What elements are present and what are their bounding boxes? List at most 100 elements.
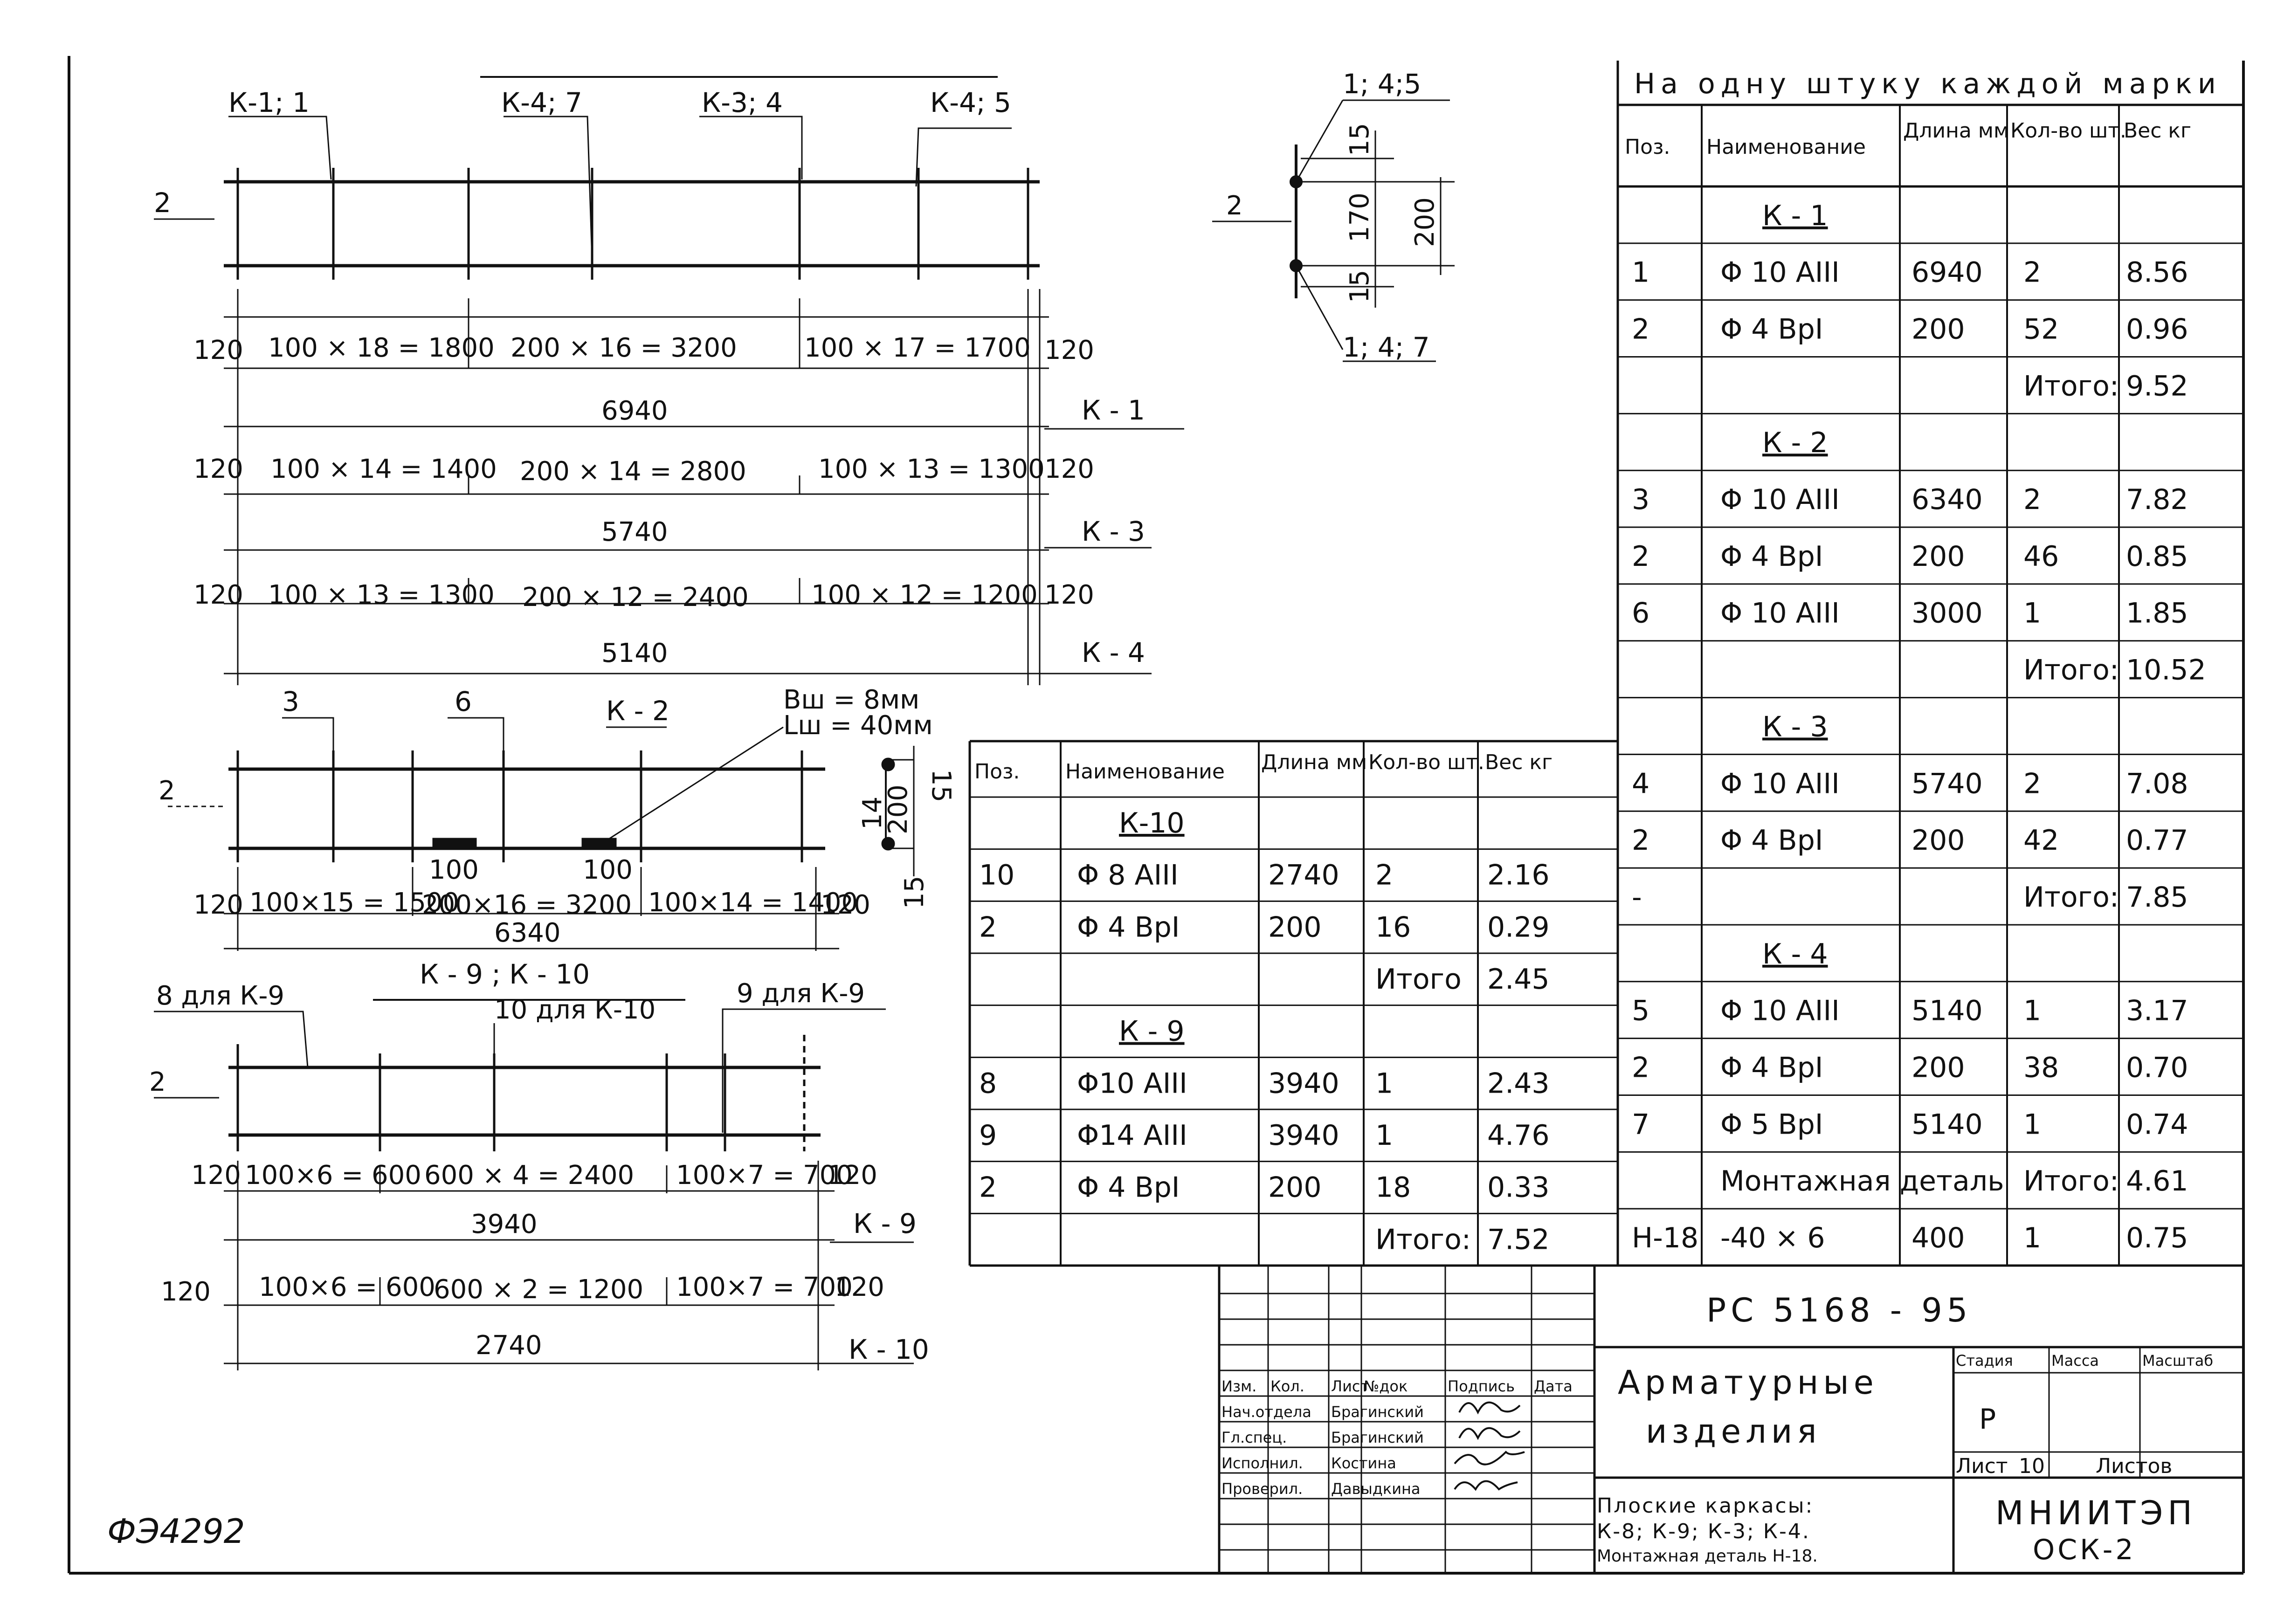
spec-left-cell-name: Φ 4 BpI [1077, 911, 1180, 943]
tb-org: МНИИТЭП [1995, 1494, 2197, 1532]
weld-note-line2: Lш = 40мм [783, 710, 933, 741]
spec-left-cell-name: Φ 4 BpI [1077, 1171, 1180, 1204]
callout-pos-2: 2 [154, 187, 171, 219]
spec-left-cell-qty: 18 [1375, 1171, 1411, 1204]
k10-dim-right: 120 [835, 1272, 884, 1302]
spec-left-cell-pos: 10 [979, 859, 1014, 892]
k10-dim-1: 100×6 = 600 [259, 1272, 435, 1302]
spec-right-cell-name: Φ 10 AIII [1720, 483, 1840, 516]
k2-small-dim-1: 100 [429, 855, 479, 885]
k10-dim-3: 100×7 = 700 [676, 1272, 853, 1302]
archive-number: ФЭ4292 [107, 1512, 245, 1551]
section-dim-170: 170 [1345, 193, 1375, 242]
spec-right-cell-name: Φ 10 AIII [1720, 256, 1840, 289]
spec-right-cell-qty: 1 [2023, 597, 2041, 630]
spec-right-cell-len: 5740 [1911, 767, 1983, 800]
tb-role-3: Исполнил. [1221, 1454, 1303, 1472]
spec-left-cell-len: 200 [1268, 911, 1322, 943]
tb-sheets-label: Листов [2096, 1454, 2172, 1478]
k2-callout-3: 3 [282, 686, 299, 717]
spec-right-cell-name: Φ 4 BpI [1720, 1051, 1823, 1084]
spec-table-right: На одну штуку каждой марки Поз. Наименов… [1616, 61, 2245, 1267]
spec-left-cell-len: 2740 [1268, 859, 1339, 892]
spec-right-cell-qty: 38 [2023, 1051, 2059, 1084]
k10-dim-left: 120 [161, 1277, 211, 1307]
spec-right-cell-wt: 0.85 [2126, 540, 2188, 573]
k4-dim-3: 100 × 12 = 1200 [811, 580, 1038, 610]
spec-left-cell-len: 200 [1268, 1171, 1322, 1204]
spec-right-cell-pos: 7 [1632, 1108, 1649, 1141]
spec-left-cell-name: Φ10 AIII [1077, 1067, 1187, 1100]
k2-callout-2: 2 [159, 776, 175, 806]
k4-dim-1: 100 × 13 = 1300 [268, 580, 495, 610]
spec-right-row-lines [1618, 242, 2243, 1266]
spec-right-cell-wt: 0.77 [2126, 824, 2188, 857]
spec-left-cell-wt: 4.76 [1487, 1119, 1550, 1152]
spec-left-cell-wt: 0.33 [1487, 1171, 1550, 1204]
spec-left-cell-wt: 0.29 [1487, 911, 1550, 943]
spec-right-cell-wt: 4.61 [2126, 1165, 2188, 1197]
spec-right-cell-qty: 2 [2023, 256, 2041, 289]
spec-right-cell-wt: 0.75 [2126, 1222, 2188, 1254]
spec-left-cell-name: К-10 [1119, 807, 1185, 840]
spec-left-row-lines [970, 848, 1618, 1266]
tb-name-3: Костина [1331, 1454, 1396, 1472]
k2-sec-dim-15: 15 [926, 769, 956, 802]
spec-right-cell-name: Φ 4 BpI [1720, 824, 1823, 857]
spec-right-cell-qty: 46 [2023, 540, 2059, 573]
k2-sec-dim-15b: 15 [899, 876, 930, 909]
tb-h-list: Лист [1331, 1377, 1369, 1395]
spec-left-cell-pos: 9 [979, 1119, 997, 1152]
k10-total: 2740 [476, 1330, 542, 1361]
k3-dim-left: 120 [193, 454, 243, 484]
spec-right-cell-wt: 1.85 [2126, 597, 2188, 630]
spec-right-cell-wt: 0.70 [2126, 1051, 2188, 1084]
k2-mark-top: К - 2 [606, 695, 669, 727]
spec-right-cell-pos: 6 [1632, 597, 1649, 630]
tb-name-1: Брагинский [1331, 1403, 1424, 1421]
spec-right-h-qty: Кол-во шт. [2010, 119, 2126, 143]
spec-left-cell-wt: 2.16 [1487, 859, 1550, 892]
frame-k1-drawing [154, 116, 1184, 685]
k4-total: 5140 [601, 638, 668, 668]
k9-dim-1: 100×6 = 600 [245, 1160, 421, 1190]
spec-left-cell-qty: 1 [1375, 1067, 1393, 1100]
k2-sec-dim-200: 200 [883, 784, 913, 834]
spec-right-grid [1616, 61, 2245, 1267]
spec-right-cell-pos: Н-18 [1632, 1222, 1698, 1254]
spec-left-cell-pos: 2 [979, 1171, 997, 1204]
callout-k1-1: К-1; 1 [228, 87, 310, 118]
k3-dim-1: 100 × 14 = 1400 [270, 454, 497, 484]
k9-callout-9: 9 для К-9 [737, 978, 865, 1009]
k2-dim-left: 120 [193, 890, 243, 920]
tb-sheet-value: 10 [2019, 1454, 2045, 1478]
spec-right-cell-name: Φ 10 AIII [1720, 767, 1840, 800]
spec-right-cell-qty: 42 [2023, 824, 2059, 857]
k9-mark: К - 9 [853, 1208, 917, 1239]
spec-left-cell-qty: Итого [1375, 963, 1462, 996]
tb-subtitle-2: К-8; К-9; К-3; К-4. [1597, 1520, 1810, 1543]
tb-name-2: Брагинский [1331, 1429, 1424, 1446]
spec-right-cell-qty: Итого: [2023, 881, 2119, 914]
spec-right-cell-name: К - 4 [1762, 938, 1828, 970]
k1-dim-2: 200 × 16 = 3200 [511, 333, 737, 363]
spec-right-cell-len: 200 [1911, 1051, 1965, 1084]
spec-right-cell-pos: 2 [1632, 313, 1649, 346]
spec-right-cell-qty: Итого: [2023, 1165, 2119, 1197]
title-block-grid [1218, 1266, 2243, 1573]
spec-right-h-name: Наименование [1706, 135, 1866, 159]
title-block: Изм. Кол. Лист №док Подпись Дата Нач.отд… [1218, 1266, 2243, 1573]
k1-dim-left: 120 [193, 335, 243, 365]
frame-k9-labels: К - 9 ; К - 10 8 для К-9 10 для К-10 9 д… [149, 958, 929, 1365]
k9-dim-left: 120 [191, 1160, 241, 1190]
tb-role-4: Проверил. [1221, 1480, 1303, 1498]
spec-right-cell-wt: 9.52 [2126, 370, 2188, 402]
k9-total: 3940 [471, 1209, 538, 1239]
section-top-callout: 1; 4;5 [1343, 68, 1421, 100]
spec-right-cell-name: Φ 5 BpI [1720, 1108, 1823, 1141]
k4-dim-2: 200 × 12 = 2400 [522, 582, 749, 612]
spec-right-cell-len: 3000 [1911, 597, 1983, 630]
spec-right-cell-qty: Итого: [2023, 654, 2119, 687]
